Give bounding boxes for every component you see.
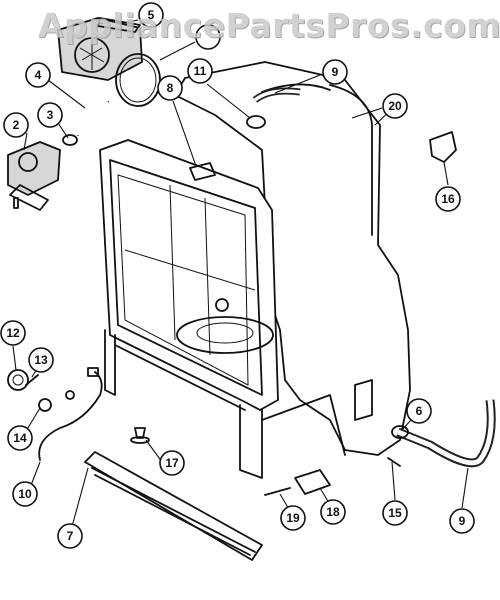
callout-15: 15	[382, 500, 408, 526]
gasket-ring-part-1	[115, 53, 161, 107]
pump-valve-part-2	[7, 141, 61, 211]
clip-part-16	[429, 131, 457, 163]
callout-1	[195, 24, 221, 50]
svg-text:17: 17	[165, 456, 179, 470]
svg-text:2: 2	[13, 118, 20, 132]
svg-text:3: 3	[47, 108, 54, 122]
screw-part-13	[25, 374, 39, 386]
bracket-part-8	[189, 162, 216, 181]
nut-part-14	[38, 398, 52, 412]
svg-text:8: 8	[167, 81, 174, 95]
svg-text:7: 7	[67, 529, 74, 543]
svg-text:18: 18	[326, 505, 340, 519]
screw-part-15	[387, 457, 401, 467]
svg-text:5: 5	[148, 8, 155, 22]
svg-text:11: 11	[194, 64, 207, 78]
tub-assembly	[99, 139, 373, 479]
drain-hose-part-9	[396, 399, 496, 468]
callout-11: 11	[187, 58, 213, 84]
callout-9-lower: 9	[449, 508, 475, 534]
callout-16: 16	[435, 186, 461, 212]
svg-text:15: 15	[388, 506, 402, 520]
svg-text:12: 12	[6, 326, 20, 340]
grommet-part-11	[246, 115, 266, 129]
svg-text:6: 6	[416, 404, 423, 418]
svg-text:20: 20	[388, 99, 402, 113]
svg-text:9: 9	[459, 514, 466, 528]
leader-lines	[12, 19, 469, 535]
hose-part-4	[76, 100, 109, 136]
callout-18: 18	[320, 499, 346, 525]
svg-text:14: 14	[13, 431, 27, 445]
callout-4: 4	[25, 62, 51, 88]
callout-2: 2	[3, 112, 29, 138]
svg-text:13: 13	[34, 353, 48, 367]
callout-12: 12	[0, 320, 26, 346]
callout-7: 7	[57, 523, 83, 549]
clamp-part-3	[62, 134, 78, 146]
svg-text:19: 19	[286, 511, 300, 525]
callout-3: 3	[37, 102, 63, 128]
fill-valve-part-12	[7, 369, 29, 391]
callout-5: 5	[138, 2, 164, 28]
wire-harness-part-10	[38, 367, 103, 461]
callout-13: 13	[28, 347, 54, 373]
callout-20: 20	[382, 93, 408, 119]
svg-text:10: 10	[18, 487, 32, 501]
svg-text:16: 16	[441, 192, 455, 206]
callout-19: 19	[280, 505, 306, 531]
leveling-leg-part-17	[130, 427, 150, 444]
callout-10: 10	[12, 481, 38, 507]
callout-8: 8	[157, 75, 183, 101]
callout-14: 14	[7, 425, 33, 451]
screw-part-19	[264, 487, 291, 496]
upper-hose-part-9	[252, 87, 301, 103]
svg-text:9: 9	[332, 65, 339, 79]
svg-text:4: 4	[35, 68, 42, 82]
toe-panel-part-7	[84, 451, 263, 561]
callout-9-upper: 9	[322, 59, 348, 85]
callout-17: 17	[159, 450, 185, 476]
callout-6: 6	[406, 398, 432, 424]
clamp-part-6	[391, 425, 409, 439]
bracket-part-18	[294, 469, 331, 495]
site-watermark: AppliancePartsPros.com	[38, 6, 500, 45]
